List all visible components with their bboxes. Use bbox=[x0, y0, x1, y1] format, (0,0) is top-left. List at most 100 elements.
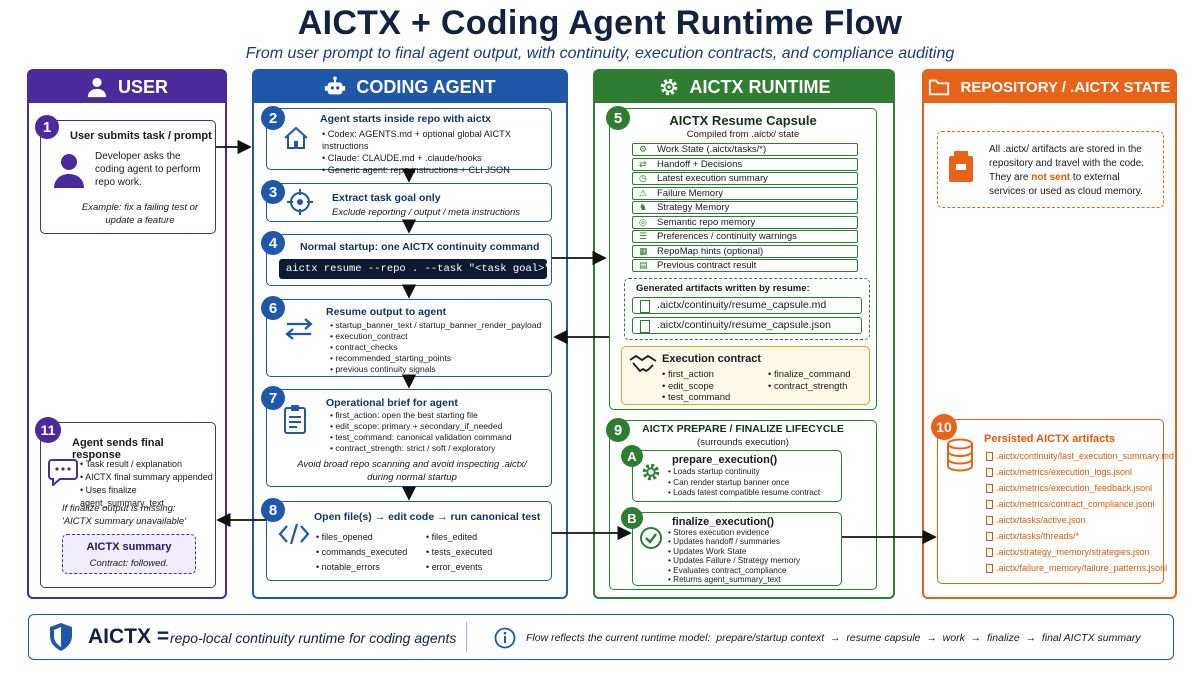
user-icon bbox=[87, 77, 107, 98]
list-item: Loads startup continuity bbox=[668, 467, 840, 478]
artifact-file: .aictx/tasks/threads/* bbox=[986, 531, 1079, 542]
footer-divider bbox=[466, 622, 467, 652]
footer-brand: AICTX = bbox=[88, 625, 170, 648]
list-item: files_edited bbox=[426, 530, 546, 545]
execution-contract-title: Execution contract bbox=[662, 353, 762, 365]
list-item: Uses finalize agent_summary_text bbox=[80, 484, 215, 510]
capsule-row-label: Preferences / continuity warnings bbox=[657, 231, 797, 242]
footer-bar bbox=[28, 614, 1174, 660]
repo-column-header: REPOSITORY / .AICTX STATE bbox=[924, 71, 1175, 103]
repo-note-post: to external services or used as cloud me… bbox=[989, 172, 1143, 197]
step-1-badge: 1 bbox=[35, 115, 59, 139]
runtime-column: AICTX RUNTIME bbox=[593, 69, 895, 599]
capsule-row-label: Handoff + Decisions bbox=[657, 158, 743, 170]
execution-contract-right: finalize_commandcontract_strength bbox=[768, 369, 868, 392]
step-8-right-items: files_editedtests_executederror_events bbox=[426, 530, 546, 575]
capsule-row-latest-summary: ◷Latest execution summary bbox=[632, 172, 858, 185]
step-6-badge: 6 bbox=[261, 296, 285, 320]
step-2-badge: 2 bbox=[261, 106, 285, 130]
target-icon bbox=[287, 189, 313, 215]
gear-icon: ⚙ bbox=[639, 144, 648, 154]
capsule-row-semantic-memory: ◎Semantic repo memory bbox=[632, 215, 858, 229]
finalize-execution-title: finalize_execution() bbox=[672, 516, 775, 528]
aictx-summary-box bbox=[62, 534, 196, 574]
capsule-row-previous-contract: ▤Previous contract result bbox=[632, 259, 858, 272]
shield-icon bbox=[50, 623, 72, 651]
artifact-file: .aictx/metrics/execution_feedback.jsonl bbox=[986, 483, 1152, 494]
clipboard-icon bbox=[284, 405, 306, 434]
aictx-summary-title: AICTX summary bbox=[86, 541, 172, 553]
list-item: files_opened bbox=[316, 530, 426, 545]
step-3-title: Extract task goal only bbox=[332, 192, 441, 204]
step-3-badge: 3 bbox=[261, 180, 285, 204]
list-item: Updates Work State bbox=[668, 547, 840, 556]
capsule-row-label: RepoMap hints (optional) bbox=[657, 245, 764, 257]
prepare-execution-title: prepare_execution() bbox=[672, 454, 778, 466]
list-item: execution_contract bbox=[330, 331, 550, 342]
aictx-summary-text: Contract: followed. bbox=[89, 558, 169, 569]
resume-capsule-json-file: .aictx/continuity/resume_capsule.json bbox=[632, 317, 862, 334]
capsule-row-label: Semantic repo memory bbox=[657, 216, 756, 228]
list-item: first_action bbox=[662, 369, 762, 381]
list-item: error_events bbox=[426, 560, 546, 575]
artifact-file: .aictx/continuity/last_execution_summary… bbox=[986, 451, 1174, 462]
step-8-badge: 8 bbox=[261, 498, 285, 522]
step-8-left-items: files_openedcommands_executednotable_err… bbox=[316, 530, 426, 575]
document-icon: ▤ bbox=[639, 260, 648, 270]
step-1-description: Developer asks the coding agent to perfo… bbox=[95, 151, 201, 188]
capsule-row-label: Work State (.aictx/tasks/*) bbox=[657, 144, 767, 155]
step-10-title: Persisted AICTX artifacts bbox=[984, 433, 1116, 445]
agent-column-header: CODING AGENT bbox=[254, 71, 566, 103]
step-6-title: Resume output to agent bbox=[326, 306, 447, 318]
footer-flow-note: Flow reflects the current runtime model:… bbox=[526, 632, 1141, 644]
list-item: tests_executed bbox=[426, 545, 546, 560]
capsule-row-strategy-memory: ♞Strategy Memory bbox=[632, 201, 858, 214]
step-1-title: User submits task / prompt bbox=[70, 130, 212, 142]
list-item: Updates Failure / Strategy memory bbox=[668, 556, 840, 565]
resume-command: aictx resume --repo . --task "<task goal… bbox=[279, 259, 547, 279]
list-item: Can render startup banner once bbox=[668, 478, 840, 489]
generated-artifacts-title: Generated artifacts written by resume: bbox=[636, 283, 810, 294]
step-9-subtitle: (surrounds execution) bbox=[697, 437, 789, 448]
page-title: AICTX + Coding Agent Runtime Flow bbox=[297, 4, 903, 42]
capsule-row-preferences: ☰Preferences / continuity warnings bbox=[632, 230, 858, 243]
capsule-row-handoff: ⇄Handoff + Decisions bbox=[632, 157, 858, 171]
agent-column-title: CODING AGENT bbox=[356, 76, 496, 97]
capsule-row-label: Failure Memory bbox=[657, 187, 723, 199]
execution-contract-left: first_actionedit_scopetest_command bbox=[662, 369, 762, 404]
list-item: Codex: AGENTS.md + optional global AICTX… bbox=[322, 128, 550, 152]
step-10-badge: 10 bbox=[931, 414, 957, 440]
artifact-file: .aictx/strategy_memory/strategies.json bbox=[986, 547, 1150, 558]
capsule-title: AICTX Resume Capsule bbox=[669, 113, 817, 128]
repo-note-pre: All .aictx/ artifacts are stored in the … bbox=[989, 144, 1145, 183]
developer-icon bbox=[54, 154, 84, 188]
list-item: edit_scope bbox=[662, 381, 762, 393]
resume-capsule-md-file: .aictx/continuity/resume_capsule.md bbox=[632, 297, 862, 314]
swap-arrows-icon bbox=[285, 318, 313, 340]
footer-tagline: repo-local continuity runtime for coding… bbox=[170, 630, 457, 646]
clock-icon: ◷ bbox=[639, 173, 647, 183]
finalize-execution-items: Stores execution evidenceUpdates handoff… bbox=[668, 528, 840, 584]
step-7-items: first_action: open the best starting fil… bbox=[330, 410, 550, 454]
runtime-column-header: AICTX RUNTIME bbox=[595, 71, 893, 103]
code-icon bbox=[278, 523, 310, 545]
list-item: finalize_command bbox=[768, 369, 868, 381]
artifact-file: .aictx/metrics/execution_logs.jsonl bbox=[986, 467, 1132, 478]
user-column-header: USER bbox=[29, 71, 225, 103]
runtime-column-title: AICTX RUNTIME bbox=[689, 76, 831, 97]
list-item: Loads latest compatible resume contract bbox=[668, 488, 840, 499]
step-5-badge: 5 bbox=[606, 106, 630, 130]
step-3-description: Exclude reporting / output / meta instru… bbox=[332, 207, 520, 218]
list-item: commands_executed bbox=[316, 545, 426, 560]
step-10-box bbox=[937, 419, 1164, 584]
artifact-file: .aictx/tasks/active.json bbox=[986, 515, 1086, 526]
list-item: Stores execution evidence bbox=[668, 528, 840, 537]
step-6-items: startup_banner_text / startup_banner_ren… bbox=[330, 320, 550, 375]
list-item: previous continuity signals bbox=[330, 364, 550, 375]
robot-icon bbox=[325, 76, 346, 95]
folder-icon bbox=[929, 79, 950, 96]
list-item: Task result / explanation bbox=[80, 458, 215, 471]
page-subtitle: From user prompt to final agent output, … bbox=[245, 45, 955, 62]
gear-icon bbox=[642, 463, 660, 481]
step-3-box bbox=[266, 183, 552, 222]
